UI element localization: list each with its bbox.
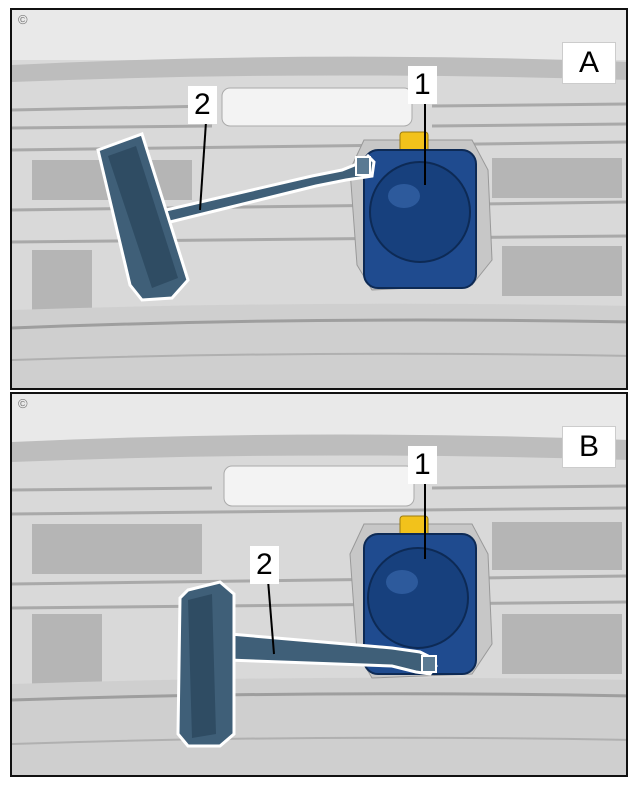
- panel-letter-a: A: [562, 42, 616, 84]
- t-handle-tool-a: [96, 132, 376, 302]
- panel-letter-b: B: [562, 426, 616, 468]
- t-handle-tool-b: [176, 580, 438, 748]
- callout-sensor-b: 1: [408, 446, 437, 484]
- callout-sensor-a: 1: [408, 66, 437, 104]
- callout-tool-a: 2: [188, 86, 217, 124]
- panel-a: © A 1 2: [10, 8, 628, 390]
- radar-sensor-a: [349, 131, 493, 291]
- panel-a-illustration: [12, 10, 626, 388]
- panel-b: © B 1 2: [10, 392, 628, 777]
- callout-tool-b: 2: [250, 546, 279, 584]
- panel-b-illustration: [12, 394, 626, 775]
- copyright-mark-a: ©: [18, 12, 28, 27]
- radar-sensor-b: [349, 515, 493, 679]
- copyright-mark-b: ©: [18, 396, 28, 411]
